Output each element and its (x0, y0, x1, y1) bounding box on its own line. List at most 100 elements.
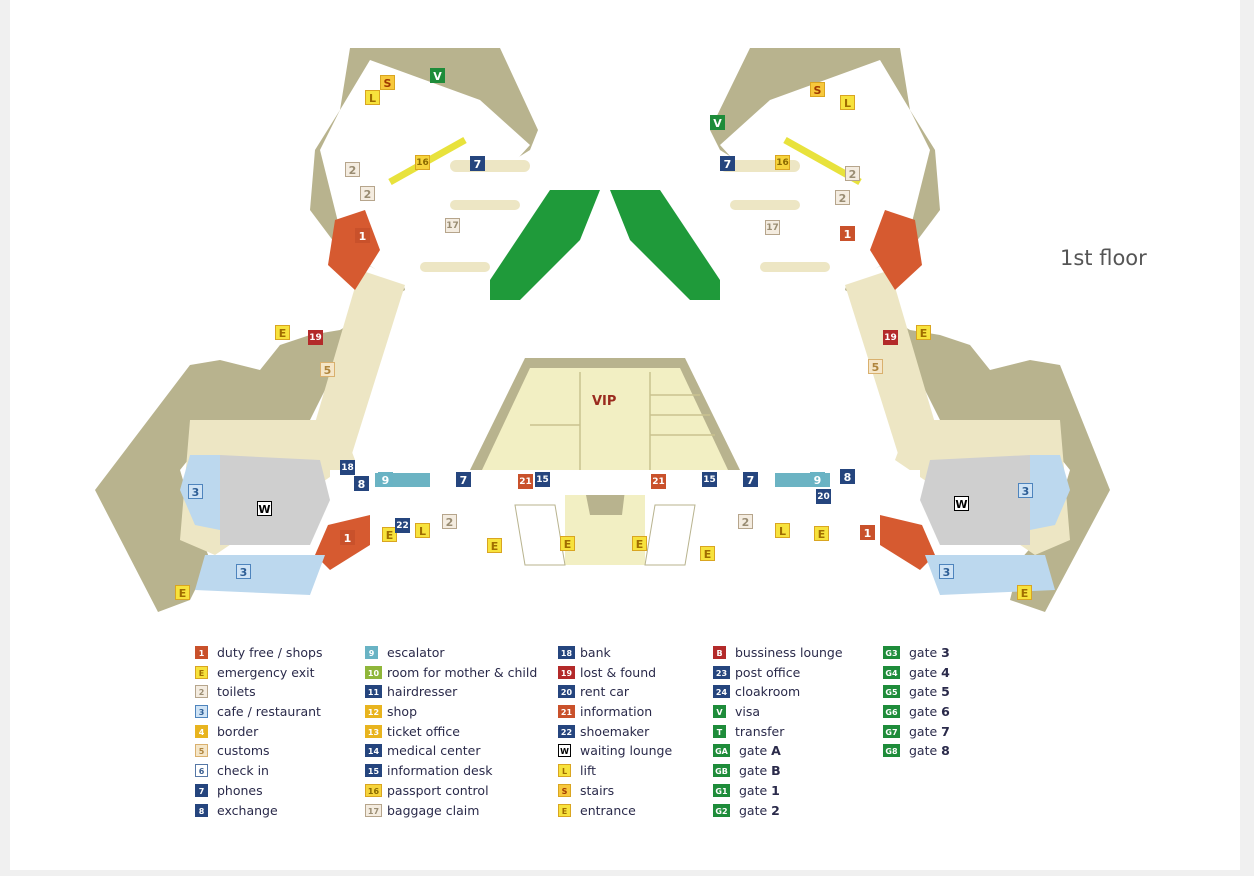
legend-label: ticket office (387, 723, 460, 739)
legend-badge: 22 (558, 724, 575, 738)
legend-label: check in (217, 763, 269, 779)
vip-area (482, 368, 728, 470)
map-marker-1: 1 (340, 530, 355, 545)
map-marker-17: 17 (445, 218, 460, 233)
legend-label: customs (217, 743, 270, 759)
map-marker-7: 7 (743, 472, 758, 487)
legend-badge: B (713, 646, 726, 659)
map-marker-2: 2 (845, 166, 860, 181)
legend-label: gate 2 (739, 802, 780, 818)
apron (490, 190, 720, 300)
map-marker-1: 1 (860, 525, 875, 540)
map-marker-s: S (380, 75, 395, 90)
map-marker-7: 7 (456, 472, 471, 487)
legend-label: medical center (387, 743, 481, 759)
legend-badge: S (558, 783, 571, 797)
legend-badge: 24 (713, 685, 730, 699)
map-marker-9: 9 (378, 472, 393, 487)
map-marker-2: 2 (738, 514, 753, 529)
legend-badge: 6 (195, 764, 208, 778)
map-marker-21: 21 (518, 474, 533, 489)
map-marker-1: 1 (840, 226, 855, 241)
map-marker-e: E (700, 546, 715, 561)
legend-label: toilets (217, 684, 256, 700)
map-marker-7: 7 (470, 156, 485, 171)
legend-badge: 17 (365, 803, 382, 817)
legend-badge: 1 (195, 646, 208, 659)
map-marker-7: 7 (720, 156, 735, 171)
legend-badge: 2 (195, 685, 208, 699)
legend-badge: 4 (195, 724, 208, 738)
legend-label: emergency exit (217, 664, 315, 680)
legend-label: gate 7 (909, 723, 950, 739)
map-marker-3: 3 (236, 564, 251, 579)
map-marker-s: S (810, 82, 825, 97)
map-marker-l: L (415, 523, 430, 538)
legend-label: lift (580, 763, 597, 779)
map-marker-17: 17 (765, 220, 780, 235)
map-marker-19: 19 (308, 330, 323, 345)
legend-badge: T (713, 724, 726, 738)
legend-label: exchange (217, 802, 278, 818)
legend-badge: 21 (558, 705, 575, 719)
legend-label: gate B (739, 763, 781, 779)
map-marker-e: E (632, 536, 647, 551)
legend-label: gate 4 (909, 664, 950, 680)
legend-label: escalator (387, 645, 445, 660)
legend-label: border (217, 723, 259, 739)
legend-label: gate 3 (909, 645, 950, 660)
legend-label: passport control (387, 782, 489, 798)
map-marker-e: E (275, 325, 290, 340)
legend-badge: 12 (365, 705, 382, 719)
map-marker-l: L (365, 90, 380, 105)
legend-badge: G4 (883, 665, 900, 679)
legend-badge: 5 (195, 744, 208, 758)
map-marker-l: L (840, 95, 855, 110)
legend-badge: L (558, 764, 571, 778)
map-marker-e: E (1017, 585, 1032, 600)
legend-label: shop (387, 704, 418, 720)
legend-label: gate 8 (909, 743, 950, 759)
legend-badge: E (195, 665, 208, 679)
map-marker-3: 3 (939, 564, 954, 579)
legend-badge: 18 (558, 646, 575, 659)
legend-label: bussiness lounge (735, 645, 843, 660)
legend-label: lost & found (580, 664, 657, 680)
legend-label: gate A (739, 743, 781, 759)
map-marker-16: 16 (775, 155, 790, 170)
map-marker-3: 3 (1018, 483, 1033, 498)
legend-label: rent car (580, 684, 630, 700)
floor-label: 1st floor (1060, 246, 1147, 270)
map-marker-v: V (710, 115, 725, 130)
legend-label: post office (735, 664, 801, 680)
vip-walls (530, 372, 715, 470)
legend-badge: 19 (558, 665, 575, 679)
legend-badge: 15 (365, 764, 382, 778)
map-marker-e: E (382, 527, 397, 542)
map-marker-22: 22 (395, 518, 410, 533)
legend-label: gate 5 (909, 684, 950, 700)
legend-label: transfer (735, 723, 785, 739)
legend-badge: 14 (365, 744, 382, 758)
map-marker-16: 16 (415, 155, 430, 170)
map-marker-e: E (487, 538, 502, 553)
legend-badge: 23 (713, 665, 730, 679)
legend-label: gate 1 (739, 782, 780, 798)
legend-label: stairs (580, 782, 615, 798)
legend-badge: E (558, 803, 571, 817)
map-marker-5: 5 (320, 362, 335, 377)
legend-badge: 8 (195, 803, 208, 817)
map-marker-5: 5 (868, 359, 883, 374)
legend-badge: G6 (883, 705, 900, 719)
vip-label: VIP (592, 394, 617, 409)
legend-badge: 16 (365, 783, 382, 797)
legend-label: hairdresser (387, 684, 458, 700)
map-marker-2: 2 (345, 162, 360, 177)
legend-badge: G3 (883, 646, 900, 659)
map-marker-9: 9 (810, 472, 825, 487)
map-marker-l: L (775, 523, 790, 538)
legend-badge: W (558, 744, 571, 758)
legend-label: information (580, 704, 653, 720)
map-marker-1: 1 (355, 228, 370, 243)
map-marker-2: 2 (442, 514, 457, 529)
